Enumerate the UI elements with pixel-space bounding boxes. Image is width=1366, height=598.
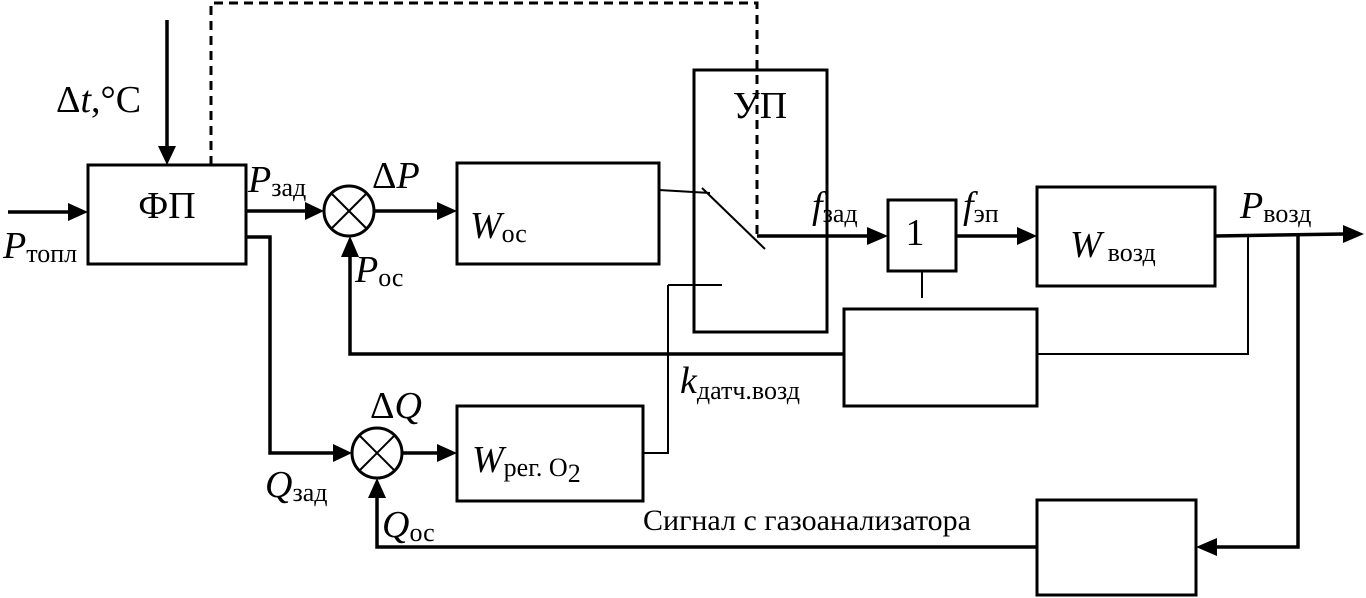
p-vozd-label: Pвозд [1239, 185, 1311, 228]
switch-blade [701, 187, 766, 250]
sum-junction-q [350, 426, 404, 480]
p-zad-label: Pзад [247, 159, 306, 202]
w-os-block [455, 161, 661, 266]
p-os-label: Pос [354, 249, 403, 292]
q-os-arrowhead [368, 478, 386, 498]
w-reg-o2-block [455, 404, 645, 503]
w-vozd-block [1035, 185, 1217, 288]
delta-p-arrowhead [437, 202, 457, 220]
dashed-link-line [209, 1, 759, 236]
p-vozd-arrowhead [1343, 225, 1364, 243]
dt-arrowhead [158, 146, 176, 165]
w-os-label: Wос [470, 205, 527, 248]
one-block [886, 198, 958, 273]
p-zad-arrowhead [305, 202, 324, 220]
f-zad-label: fзад [812, 185, 858, 228]
fp-block-label: ФП [138, 185, 195, 227]
q-zad-line [246, 235, 334, 455]
gas-analyzer-arrowhead [1196, 538, 1217, 556]
delta-p-label: ΔP [372, 155, 420, 197]
p-os-line [348, 256, 844, 356]
one-block-label: 1 [906, 212, 925, 254]
dt-label: Δt,°C [56, 79, 141, 121]
gas-analyzer-block [1035, 498, 1198, 597]
k-sensor-block [842, 307, 1039, 408]
p-vozd-feedback-line [1037, 236, 1249, 355]
gas-analyzer-input-line [1216, 236, 1300, 549]
q-os-label: Qос [382, 504, 435, 547]
q-zad-label: Qзад [265, 464, 328, 507]
f-ep-arrowhead [1017, 227, 1037, 245]
p-os-arrowhead [341, 236, 359, 257]
f-zad-arrowhead [867, 227, 888, 245]
k-datch-label: kдатч.возд [680, 360, 800, 405]
sum-junction-p [322, 184, 376, 238]
gas-signal-label: Сигнал с газоанализатора [643, 504, 971, 537]
fp-block [86, 163, 248, 266]
w-reg-o2-label: Wрег. O2 [472, 439, 581, 488]
q-os-line [375, 497, 1037, 549]
p-topl-arrowhead [68, 203, 88, 221]
q-zad-arrowhead [333, 444, 352, 462]
f-ep-label: fэп [963, 185, 999, 228]
delta-q-label: ΔQ [370, 385, 422, 427]
delta-q-arrowhead [437, 444, 457, 462]
p-topl-label: Pтопл [2, 225, 77, 268]
w-reg-output-line [643, 285, 669, 454]
w-os-output-line [658, 189, 711, 194]
up-block-label: УП [733, 85, 787, 127]
p-vozd-line [1214, 232, 1345, 238]
